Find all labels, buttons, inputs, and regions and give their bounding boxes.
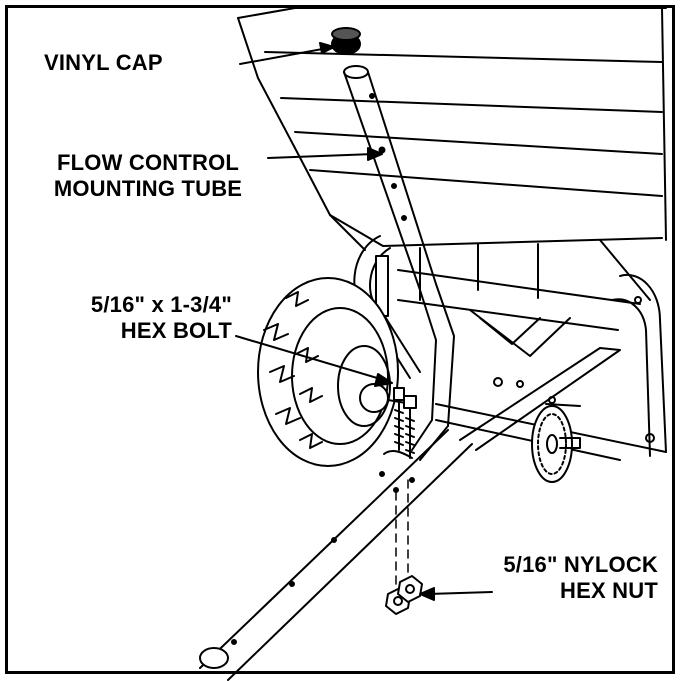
- hex-bolt-label-line2: HEX BOLT: [120, 318, 232, 343]
- nylock-nut-label-line1: 5/16" NYLOCK: [503, 552, 658, 577]
- handle-tube: [199, 429, 473, 681]
- hex-bolt-label-line1: 5/16" x 1-3/4": [90, 292, 232, 317]
- border-frame: [5, 5, 675, 674]
- hopper: [237, 7, 667, 301]
- nylock-hex-nuts: [385, 575, 423, 615]
- hex-bolts: [393, 387, 417, 459]
- nylock-nut-label-line2: HEX NUT: [560, 578, 658, 603]
- vinyl-cap: [331, 27, 361, 55]
- alignment-lines: [395, 479, 409, 601]
- callout-arrows: [235, 42, 493, 601]
- nylock-nut-label: 5/16" NYLOCK HEX NUT: [470, 552, 658, 604]
- wheel: [257, 277, 413, 467]
- vinyl-cap-label: VINYL CAP: [44, 50, 163, 75]
- cross-frame: [397, 269, 641, 357]
- flow-control-label: FLOW CONTROL MOUNTING TUBE: [30, 150, 266, 202]
- flow-control-label-line2: MOUNTING TUBE: [53, 176, 243, 201]
- hex-bolt-label: 5/16" x 1-3/4" HEX BOLT: [40, 292, 232, 344]
- flow-control-mounting-tube: [343, 65, 455, 461]
- flow-control-label-line1: FLOW CONTROL: [56, 150, 240, 175]
- drive-gear: [531, 405, 581, 483]
